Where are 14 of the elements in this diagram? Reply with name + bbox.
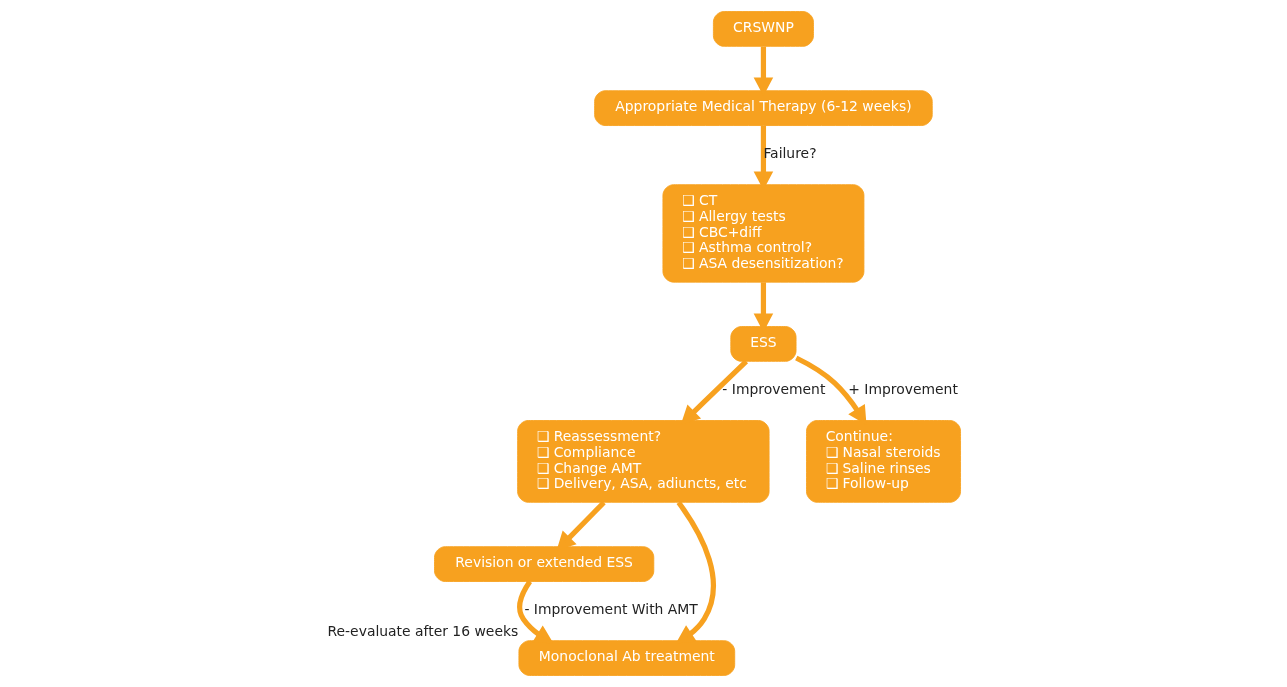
node-box: Monoclonal Ab treatment (518, 640, 735, 676)
node-box: ESS (729, 326, 796, 362)
node-box: ❑ Reassessment? ❑ Compliance ❑ Change AMT ❑ Delivery, ASA, adiuncts, etc (516, 420, 769, 503)
edge-label: - Improvement (721, 381, 825, 398)
node-box: Continue: ❑ Nasal steroids ❑ Saline rinses ❑ Follow-up (805, 420, 961, 503)
edge-label: - Improvement With AMT (523, 601, 698, 618)
edge-label: + Improvement (847, 381, 958, 398)
node-box: Revision or extended ESS (433, 546, 654, 582)
node-label: Re-evaluate after 16 weeks (326, 623, 518, 640)
arrow (516, 580, 553, 644)
arrow (675, 500, 716, 644)
node-box: Appropriate Medical Therapy (6-12 weeks) (593, 90, 933, 126)
node-box: ❑ CT ❑ Allergy tests ❑ CBC+diff ❑ Asthma control? ❑ ASA desensitization? (662, 184, 864, 283)
node-box: CRSWNP (712, 11, 814, 47)
